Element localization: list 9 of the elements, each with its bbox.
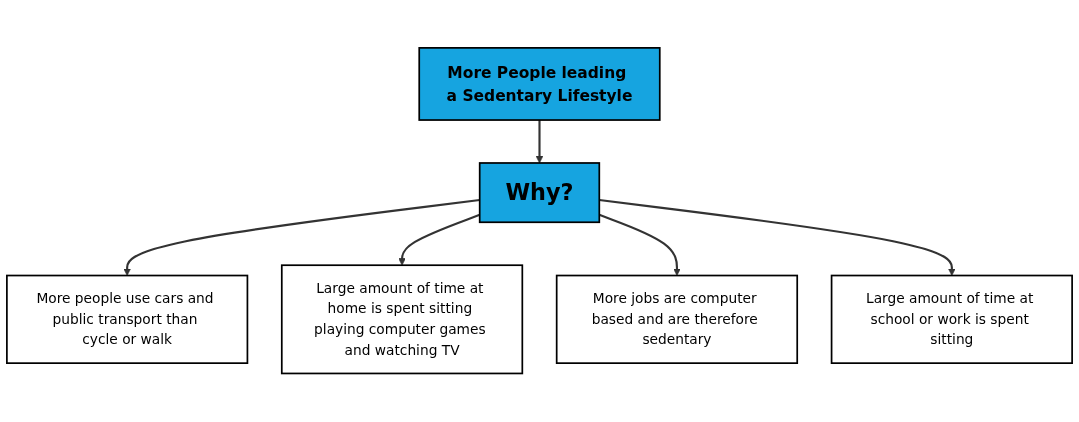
node-box: More jobs are computer based and are therefore sedentary: [555, 275, 799, 365]
node-box: Large amount of time at school or work is spent sitting: [830, 275, 1073, 365]
node-box: Why?: [478, 162, 601, 224]
node-box: More people use cars and public transport than cycle or walk: [6, 275, 249, 365]
node-box: Large amount of time at home is spent sitting playing computer games and watching TV: [280, 264, 524, 375]
arrow: [535, 120, 544, 164]
arrow: [123, 199, 480, 277]
node-box: More People leading a Sedentary Lifestyle: [418, 47, 661, 122]
arrow: [599, 199, 956, 277]
